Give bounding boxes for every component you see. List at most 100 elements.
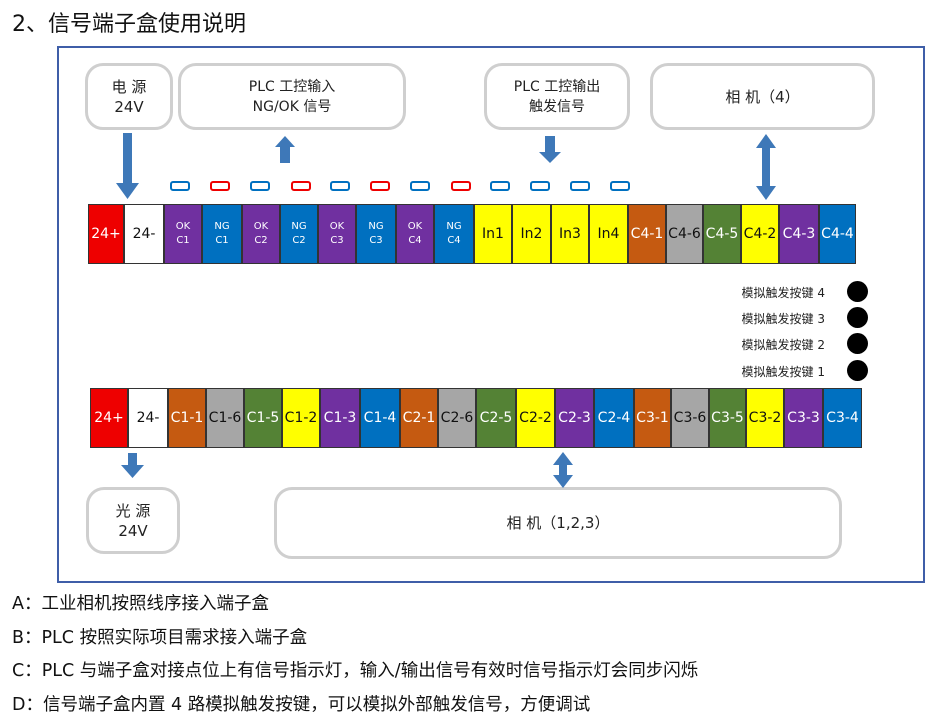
bottom-terminal-label: C2-3 xyxy=(558,409,591,426)
camera123-double-arrow-icon xyxy=(553,452,573,488)
plc-output-line1: PLC 工控输出 xyxy=(513,78,601,95)
bottom-terminal-cell: C1-6 xyxy=(206,388,244,448)
bottom-terminal-label: C1-6 xyxy=(208,409,242,426)
top-terminal-label: NG xyxy=(446,221,462,232)
top-terminal-label: 24- xyxy=(132,225,156,242)
light-source-down-arrow-icon xyxy=(121,453,144,478)
signal-indicator-light xyxy=(570,181,590,191)
bottom-terminal-label: C3-3 xyxy=(787,409,820,426)
bottom-terminal-label: C3-1 xyxy=(636,409,669,426)
top-terminal-cell: C4-2 xyxy=(741,204,779,264)
plc-input-line2: NG/OK 信号 xyxy=(252,98,332,115)
camera4-double-arrow-icon xyxy=(756,134,776,200)
top-terminal-cell: In1 xyxy=(474,204,512,264)
note-d: D：信号端子盒内置 4 路模拟触发按键，可以模拟外部触发信号，方便调试 xyxy=(12,695,591,715)
top-terminal-label: In4 xyxy=(597,225,620,242)
signal-indicator-light xyxy=(610,181,630,191)
camera123-label: 相 机（1,2,3） xyxy=(506,514,610,532)
top-terminal-sublabel: C3 xyxy=(330,235,344,246)
top-terminal-cell: C4-1 xyxy=(628,204,666,264)
top-terminal-sublabel: C2 xyxy=(292,235,306,246)
light-source-box: 光 源 24V xyxy=(86,487,180,554)
top-terminal-label: In1 xyxy=(482,225,504,242)
camera4-box: 相 机（4） xyxy=(650,63,875,130)
light-source-line1: 光 源 xyxy=(115,501,151,520)
bottom-terminal-cell: 24+ xyxy=(90,388,128,448)
bottom-terminal-cell: C2-3 xyxy=(555,388,594,448)
signal-indicator-light xyxy=(291,181,311,191)
top-terminal-cell: NG C2 xyxy=(280,204,318,264)
top-terminal-cell: C4-5 xyxy=(703,204,741,264)
plc-output-line2: 触发信号 xyxy=(529,98,585,115)
power-box-line1: 电 源 xyxy=(111,77,147,96)
camera4-label: 相 机（4） xyxy=(725,87,800,106)
signal-indicator-light xyxy=(170,181,190,191)
bottom-terminal-cell: C2-6 xyxy=(438,388,476,448)
bottom-terminal-cell: C3-6 xyxy=(671,388,709,448)
bottom-terminal-cell: C2-1 xyxy=(400,388,438,448)
bottom-terminal-cell: C1-4 xyxy=(360,388,400,448)
bottom-terminal-cell: C1-3 xyxy=(320,388,360,448)
bottom-terminal-cell: C1-5 xyxy=(244,388,282,448)
bottom-terminal-label: C2-1 xyxy=(402,409,436,426)
bottom-terminal-cell: C3-4 xyxy=(823,388,862,448)
bottom-terminal-cell: C2-5 xyxy=(476,388,516,448)
top-terminal-cell: C4-3 xyxy=(779,204,819,264)
top-terminal-label: C4-2 xyxy=(743,225,777,242)
bottom-terminal-label: C2-2 xyxy=(519,409,552,426)
trigger-key-button[interactable] xyxy=(847,307,868,328)
signal-indicator-light xyxy=(490,181,510,191)
top-terminal-cell: C4-4 xyxy=(819,204,856,264)
trigger-key-label: 模拟触发按键 1 xyxy=(741,365,825,379)
top-terminal-label: OK xyxy=(253,221,269,232)
top-terminal-label: C4-1 xyxy=(630,225,664,242)
power-box-line2: 24V xyxy=(114,97,144,116)
note-c: C：PLC 与端子盒对接点位上有信号指示灯，输入/输出信号有效时信号指示灯会同步… xyxy=(12,661,699,681)
camera123-box: 相 机（1,2,3） xyxy=(274,487,842,559)
bottom-terminal-cell: C3-3 xyxy=(784,388,823,448)
bottom-terminal-cell: C3-5 xyxy=(709,388,746,448)
power-box: 电 源 24V xyxy=(85,63,173,130)
top-terminal-cell: OK C2 xyxy=(242,204,280,264)
signal-indicator-light xyxy=(210,181,230,191)
bottom-terminal-cell: C2-2 xyxy=(516,388,555,448)
bottom-terminal-label: C3-5 xyxy=(711,409,744,426)
trigger-key-button[interactable] xyxy=(847,281,868,302)
bottom-terminal-cell: C3-1 xyxy=(634,388,671,448)
top-terminal-sublabel: C2 xyxy=(254,235,268,246)
bottom-terminal-label: C1-1 xyxy=(170,409,204,426)
plc-input-box: PLC 工控输入 NG/OK 信号 xyxy=(178,63,406,130)
signal-indicator-light xyxy=(410,181,430,191)
top-terminal-label: NG xyxy=(291,221,307,232)
bottom-terminal-label: C3-6 xyxy=(673,409,707,426)
top-terminal-label: OK xyxy=(329,221,345,232)
bottom-terminal-label: 24+ xyxy=(94,409,124,426)
trigger-key-button[interactable] xyxy=(847,360,868,381)
trigger-key-button[interactable] xyxy=(847,333,868,354)
top-terminal-sublabel: C1 xyxy=(215,235,229,246)
signal-indicator-light xyxy=(451,181,471,191)
top-terminal-label: In2 xyxy=(520,225,543,242)
bottom-terminal-label: C1-5 xyxy=(246,409,280,426)
top-terminal-sublabel: C3 xyxy=(369,235,383,246)
top-terminal-label: OK xyxy=(407,221,423,232)
top-terminal-label: C4-5 xyxy=(705,225,739,242)
bottom-terminal-label: C2-4 xyxy=(597,409,631,426)
trigger-key-label: 模拟触发按键 3 xyxy=(741,312,825,326)
top-terminal-cell: 24- xyxy=(124,204,164,264)
plc-output-box: PLC 工控输出 触发信号 xyxy=(484,63,630,130)
top-terminal-cell: OK C3 xyxy=(318,204,356,264)
top-terminal-cell: In2 xyxy=(512,204,551,264)
bottom-terminal-label: C2-6 xyxy=(440,409,474,426)
signal-indicator-light xyxy=(330,181,350,191)
bottom-terminal-label: C2-5 xyxy=(479,409,513,426)
plc-input-up-arrow-icon xyxy=(275,136,295,163)
top-terminal-label: 24+ xyxy=(91,225,121,242)
bottom-terminal-label: C3-4 xyxy=(826,409,859,426)
top-terminal-label: In3 xyxy=(559,225,581,242)
bottom-terminal-cell: 24- xyxy=(128,388,168,448)
